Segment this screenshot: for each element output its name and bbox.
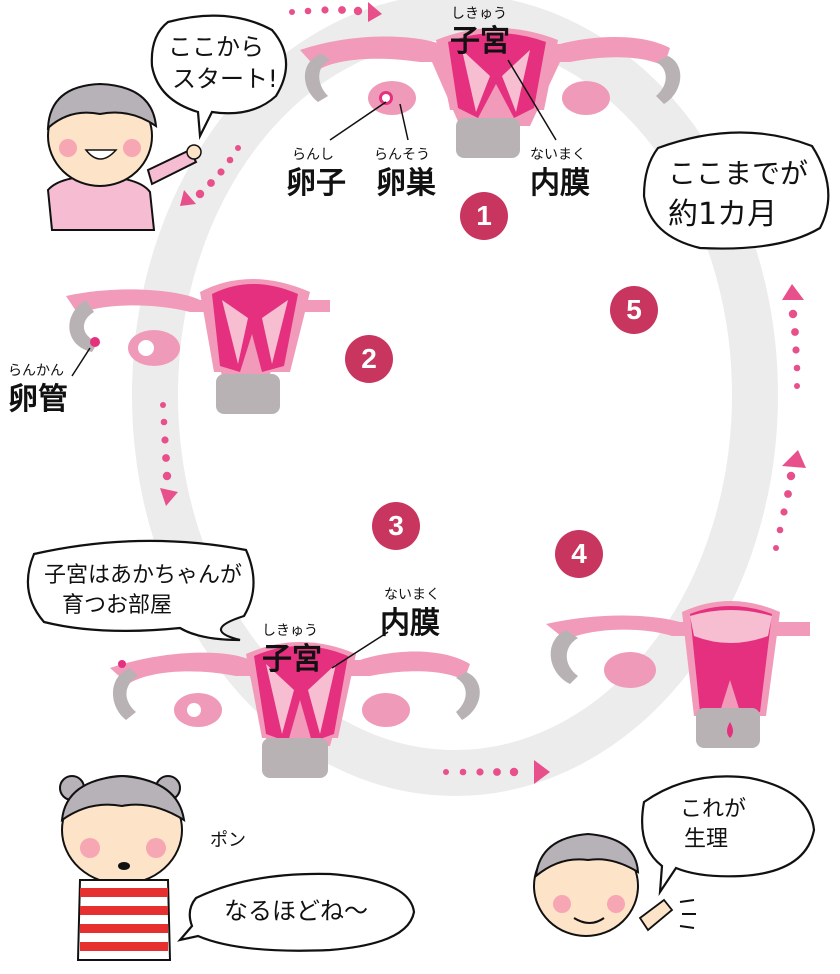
uterus-top-ruby: しきゅう xyxy=(451,6,507,22)
cycle-ring xyxy=(132,0,778,796)
bubble-naruhodo-text: なるほどね〜 xyxy=(224,897,368,925)
bubble-start xyxy=(150,14,288,141)
arrow-top xyxy=(289,2,382,22)
uterus-stage-4 xyxy=(546,601,810,748)
step-badge-4: 4 xyxy=(555,530,603,578)
bubble-period-line-1: これが xyxy=(680,797,747,822)
step-badge-3: 3 xyxy=(372,502,420,550)
speech-bubbles xyxy=(26,14,830,952)
arrow-right-upper xyxy=(782,284,804,389)
character-girl-thinking xyxy=(59,774,186,961)
oviduct-ruby: らんかん xyxy=(8,363,64,379)
bubble-room-line-2: 育つお部屋 xyxy=(62,593,173,618)
arrow-right-lower xyxy=(773,450,806,551)
arrow-left-lower xyxy=(160,402,178,506)
ovary-ruby: らんそう xyxy=(374,147,430,163)
pon-sound-text: ポン xyxy=(210,830,246,851)
arrow-bottom xyxy=(443,760,550,784)
arrow-left-upper xyxy=(180,145,241,206)
bubble-start-line-1: ここから xyxy=(168,33,264,61)
bubble-period-line-2: 生理 xyxy=(684,827,729,852)
egg-label: 卵子 xyxy=(286,166,346,201)
leader-lines xyxy=(71,59,557,669)
uterus-top-label: 子宮 xyxy=(450,24,510,59)
bubble-room xyxy=(26,539,255,642)
endometrium-top-label: 内膜 xyxy=(530,166,590,201)
endometrium-bottom-label: 内膜 xyxy=(380,606,440,641)
egg-ruby: らんし xyxy=(292,147,334,163)
bubble-one-month-line-2: 約1カ月 xyxy=(668,197,778,232)
uterus-stage-2 xyxy=(66,279,330,414)
bubble-one-month-line-1: ここまでが xyxy=(668,157,809,190)
bubble-period xyxy=(641,775,816,897)
endometrium-bottom-ruby: ないまく xyxy=(384,587,440,603)
oviduct-label: 卵管 xyxy=(8,382,68,417)
bubble-one-month xyxy=(642,131,830,250)
uterus-stage-3 xyxy=(110,642,480,778)
uterus-bottom-label: 子宮 xyxy=(262,642,322,677)
uterus-bottom-ruby: しきゅう xyxy=(262,623,318,639)
step-badge-5: 5 xyxy=(610,286,658,334)
dotted-arrows xyxy=(160,2,806,784)
bubble-naruhodo xyxy=(177,872,416,952)
uterus-stage-1 xyxy=(300,28,681,158)
step-badge-2: 2 xyxy=(345,335,393,383)
step-badge-1: 1 xyxy=(460,192,508,240)
ovary-label: 卵巣 xyxy=(376,166,436,201)
bubble-room-line-1: 子宮はあかちゃんが xyxy=(44,563,243,588)
character-boy-smiling xyxy=(533,832,696,937)
bubble-start-line-2: スタート! xyxy=(172,65,278,93)
endometrium-top-ruby: ないまく xyxy=(530,147,586,163)
character-girl-pointing xyxy=(46,82,202,231)
